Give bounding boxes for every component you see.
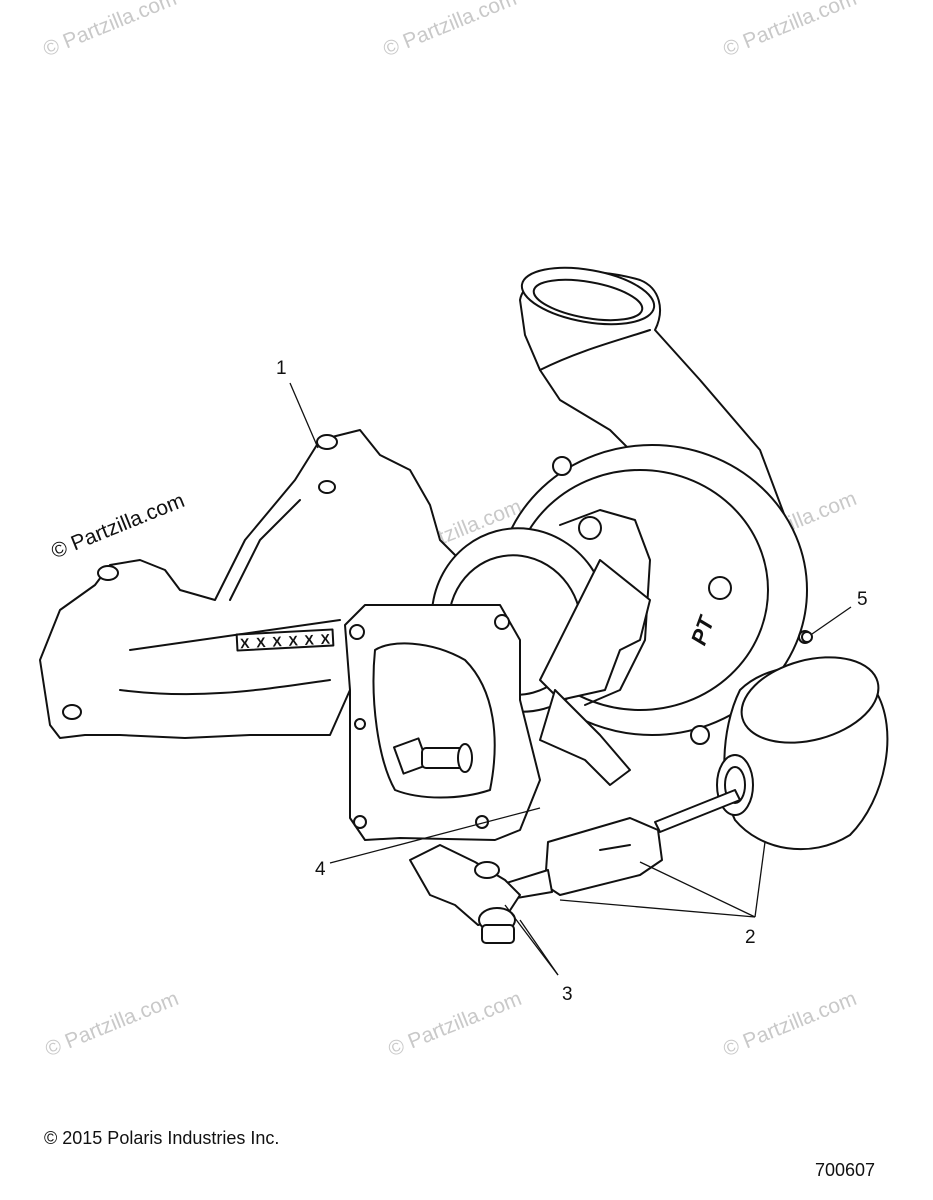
callout-5: 5 — [857, 589, 868, 610]
outlet-flange — [344, 604, 541, 841]
figure-number: 700607 — [815, 1160, 876, 1180]
callout-3: 3 — [562, 984, 573, 1005]
callout-2: 2 — [745, 927, 756, 948]
leader-line-4 — [329, 807, 541, 864]
rod-end — [409, 844, 521, 944]
leader-line-2 — [754, 841, 766, 918]
exhaust-manifold — [39, 429, 461, 739]
leader-line-5 — [811, 606, 852, 635]
callout-4: 4 — [315, 859, 326, 880]
actuator-rod — [499, 789, 741, 901]
leader-line-2 — [639, 861, 756, 918]
sensor-port — [392, 737, 473, 775]
fitting — [801, 631, 813, 643]
center-section — [539, 559, 651, 786]
leader-line-1 — [289, 382, 319, 449]
leader-line-2 — [559, 899, 756, 918]
copyright-notice: © 2015 Polaris Industries Inc. — [44, 1128, 280, 1148]
leader-line-3 — [504, 904, 559, 976]
callout-1: 1 — [276, 358, 287, 379]
wastegate-actuator — [716, 656, 889, 851]
